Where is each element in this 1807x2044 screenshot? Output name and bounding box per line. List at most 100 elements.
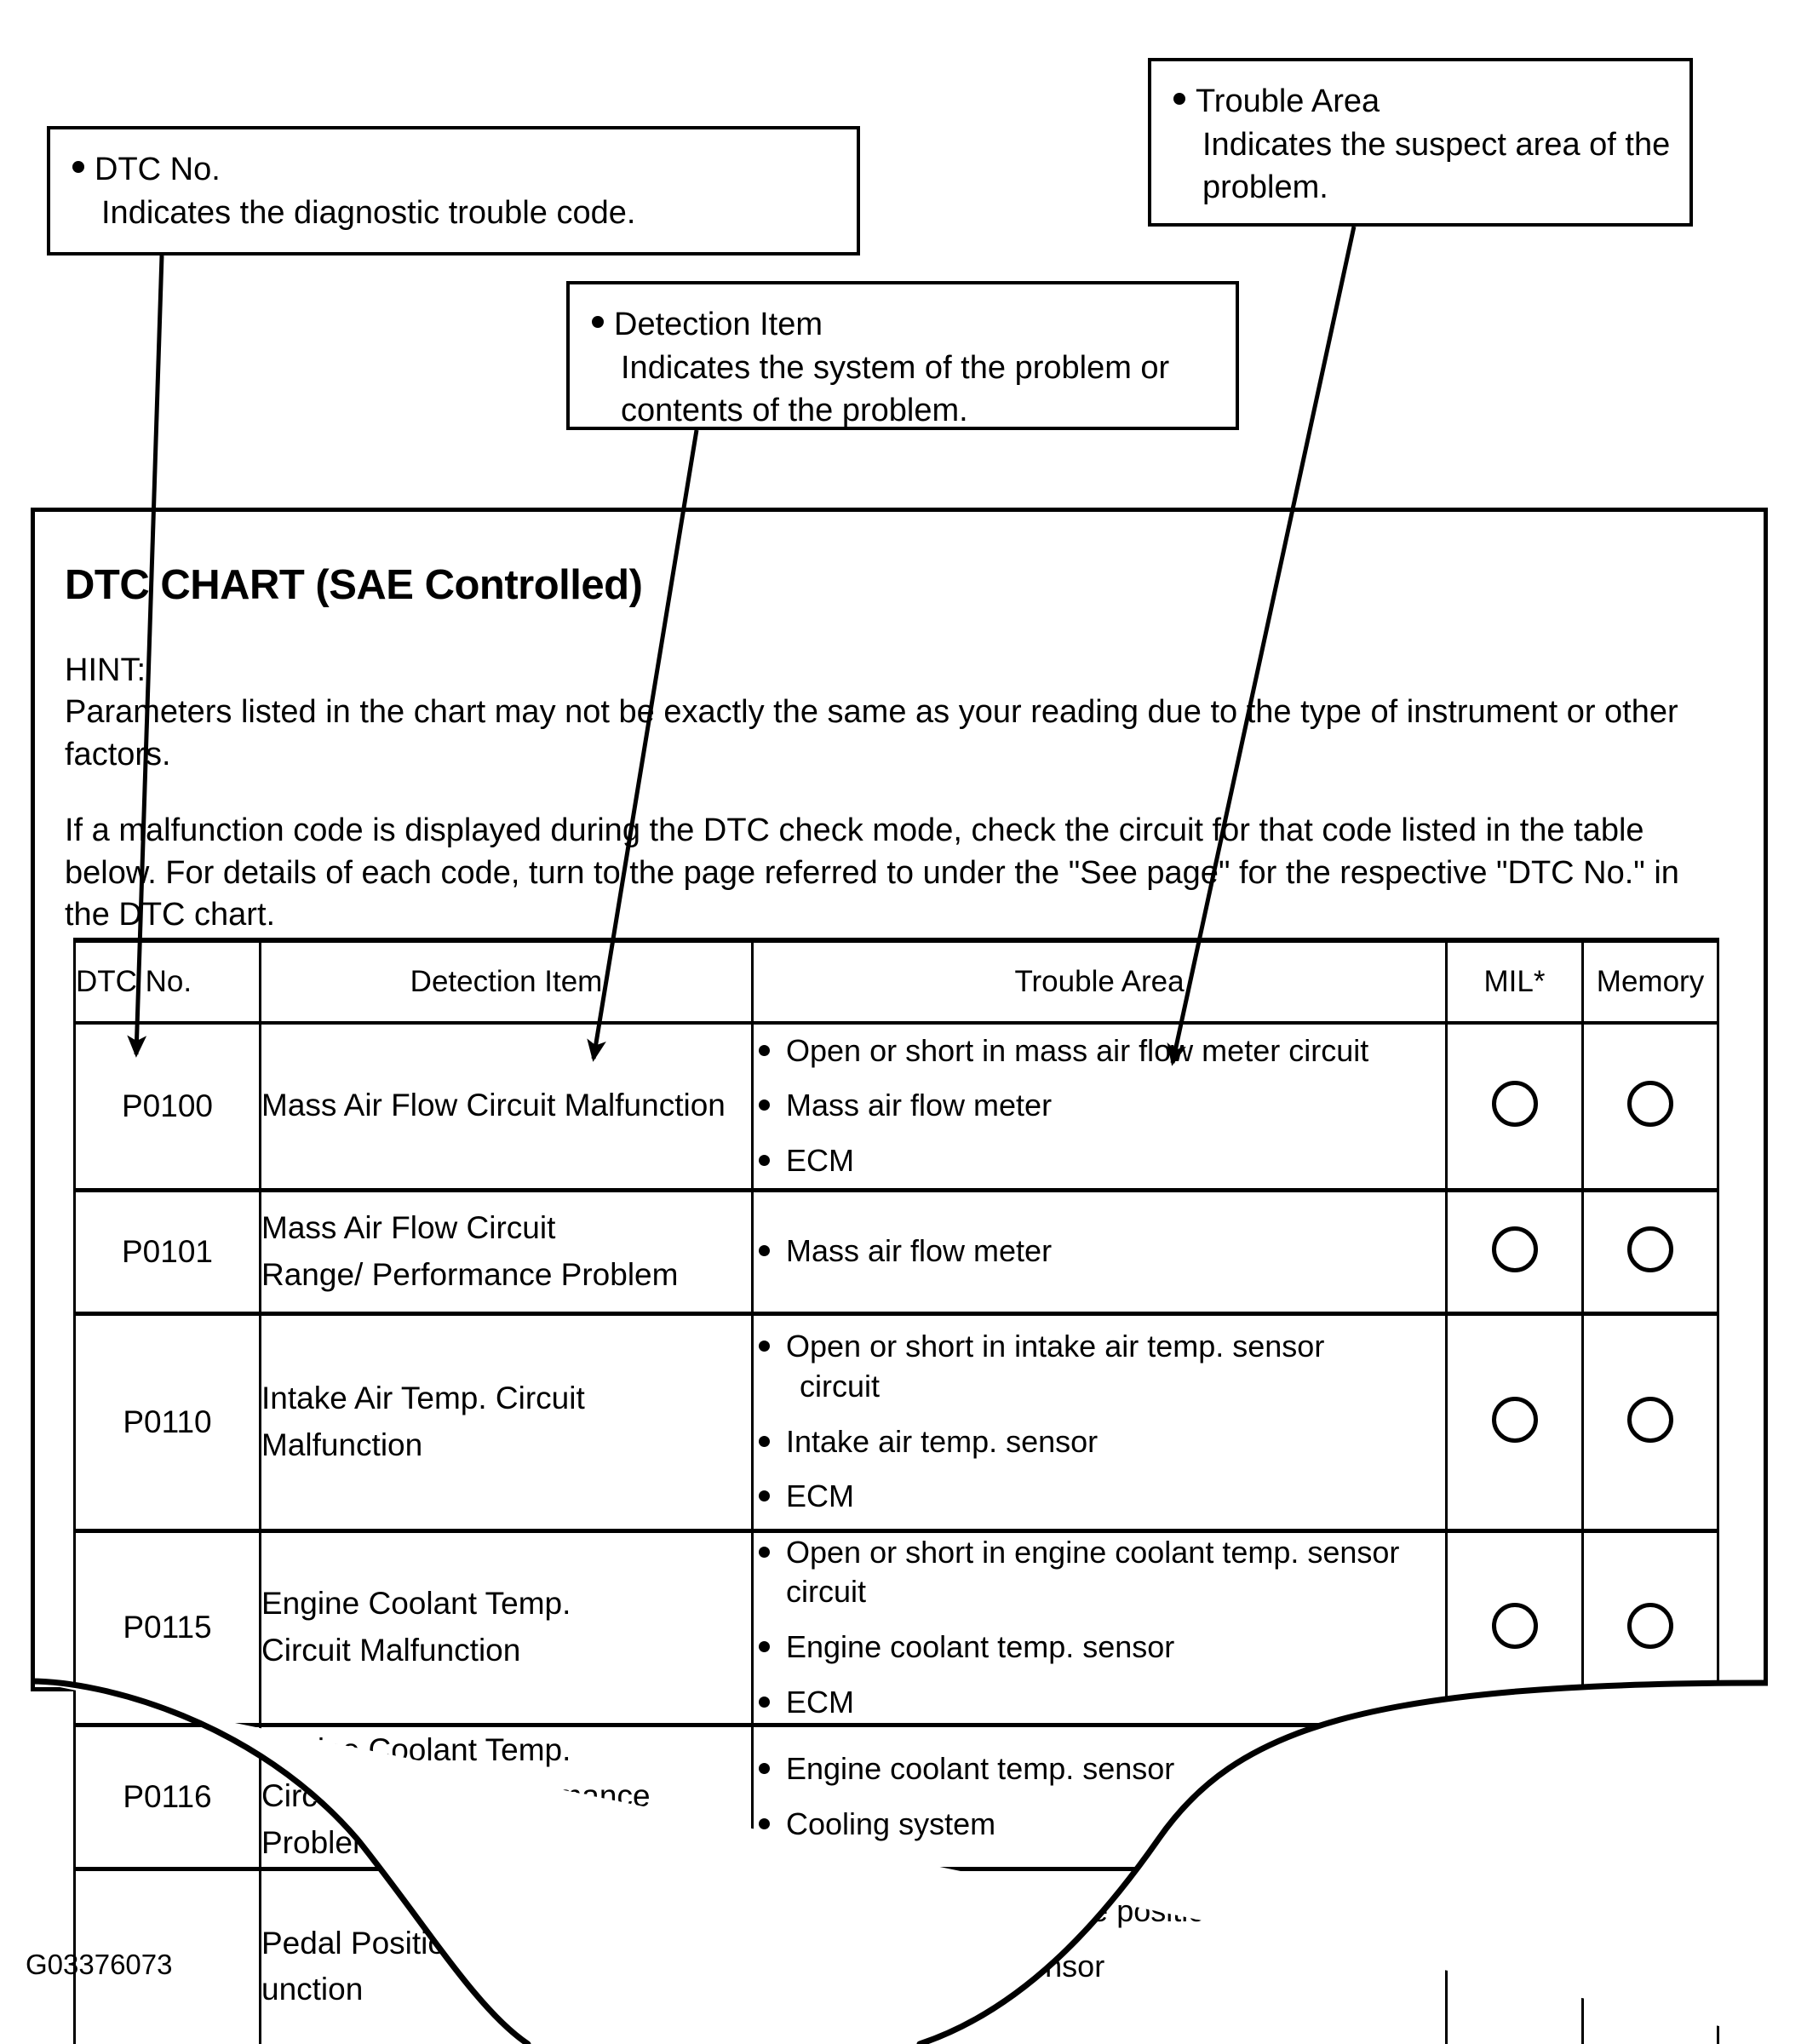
trouble-area-item: Open or short in engine coolant temp. se… (754, 1533, 1445, 1613)
cell-dtc-no: P0110 (73, 1312, 261, 1533)
cell-mil (1445, 1312, 1584, 1533)
body-block: If a malfunction code is displayed durin… (31, 810, 1768, 936)
detection-item-line: Circuit Range/ Performance Problem (261, 1778, 651, 1861)
column-header-trouble-area: Trouble Area (751, 938, 1448, 1025)
circle-icon (1627, 1226, 1673, 1272)
circle-icon (1491, 1602, 1538, 1649)
callout-detection-item-description-line2: contents of the problem. (621, 393, 968, 429)
circle-icon (1491, 1397, 1538, 1443)
trouble-area-item: Engine coolant temp. sensor (754, 1628, 1445, 1668)
cell-memory (1581, 1188, 1719, 1316)
dtc-table: DTC No. Detection Item Trouble Area MIL*… (73, 938, 1719, 2044)
callout-detection-item: Detection Item Indicates the system of t… (566, 281, 1239, 430)
cell-dtc-no: P0100 (73, 1021, 261, 1192)
callout-dtc-no-heading: DTC No. (72, 148, 835, 192)
cell-memory (1581, 1021, 1719, 1192)
cell-dtc-no: P0116 (73, 1723, 261, 1871)
trouble-area-item: Mass air flow meter (754, 1232, 1445, 1272)
cell-mil (1445, 1723, 1584, 1871)
cell-memory (1581, 1312, 1719, 1533)
cell-mil (1445, 1021, 1584, 1192)
trouble-area-item: ECM (754, 1683, 1445, 1723)
callout-dtc-no: DTC No. Indicates the diagnostic trouble… (47, 126, 860, 256)
detection-item-line: Pedal Position Sensor/Switch (261, 1925, 674, 1961)
callout-trouble-area: Trouble Area Indicates the suspect area … (1148, 58, 1693, 227)
cell-mil (1445, 1529, 1584, 1727)
column-header-detection-item: Detection Item (259, 938, 754, 1025)
cell-memory (1581, 1867, 1719, 2044)
table-row: Pedal Position Sensor/Switch unction Open … (73, 1867, 1719, 2044)
detection-item-line: Engine Coolant Temp. (261, 1586, 571, 1622)
callout-trouble-area-description-line2: problem. (1202, 169, 1328, 206)
trouble-area-item: Open or short in intake air temp. sensor… (754, 1327, 1445, 1407)
table-header-row: DTC No. Detection Item Trouble Area MIL*… (73, 938, 1719, 1025)
page-title: DTC CHART (SAE Controlled) (65, 562, 643, 608)
trouble-area-item-continuation: circuit (800, 1368, 881, 1404)
detection-item-line: Engine Coolant Temp. (261, 1731, 571, 1767)
bullet-icon (592, 315, 604, 328)
cell-detection-item: Mass Air Flow Circuit Malfunction (259, 1021, 754, 1192)
cell-memory (1581, 1723, 1719, 1871)
trouble-area-item: ECM (754, 2002, 1445, 2042)
cell-detection-item: Pedal Position Sensor/Switch unction (259, 1867, 754, 2044)
trouble-area-item: Cooling system (754, 1805, 1445, 1845)
cell-memory (1581, 1529, 1719, 1727)
callout-detection-item-description-line1: Indicates the system of the problem or (621, 349, 1170, 386)
trouble-area-list: Mass air flow meter (754, 1232, 1445, 1272)
trouble-area-list: Open or short in throttle position senso… (754, 1892, 1445, 2041)
circle-icon (1491, 1226, 1538, 1272)
cell-dtc-no: P0101 (73, 1188, 261, 1316)
trouble-area-item: Mass air flow meter (754, 1086, 1445, 1126)
column-header-memory: Memory (1581, 938, 1719, 1025)
cell-mil (1445, 1867, 1584, 2044)
cell-detection-item: Engine Coolant Temp. Circuit Range/ Perfo… (259, 1723, 754, 1871)
document-content: DTC CHART (SAE Controlled) HINT: Paramet… (31, 508, 1768, 936)
trouble-area-list: Open or short in engine coolant temp. se… (754, 1533, 1445, 1723)
hint-text: Parameters listed in the chart may not b… (65, 694, 1678, 772)
trouble-area-item: Engine coolant temp. sensor (754, 1749, 1445, 1789)
cell-trouble-area: Mass air flow meter (751, 1188, 1448, 1316)
bullet-icon (72, 160, 84, 173)
trouble-area-list: Open or short in mass air flow meter cir… (754, 1031, 1445, 1181)
trouble-area-item: Open or short in mass air flow meter cir… (754, 1031, 1445, 1071)
hint-label: HINT: (65, 652, 146, 688)
trouble-area-list: Open or short in intake air temp. sensor… (754, 1327, 1445, 1517)
circle-icon (1627, 1771, 1673, 1818)
cell-trouble-area: Open or short in throttle position senso… (751, 1867, 1448, 2044)
detection-item-line: Malfunction (261, 1427, 423, 1462)
callout-detection-item-heading: Detection Item (592, 303, 1213, 347)
detection-item-line: Circuit Malfunction (261, 1633, 521, 1668)
body-text: If a malfunction code is displayed durin… (65, 812, 1679, 933)
trouble-area-item: Throttle position sensor (754, 1947, 1445, 1987)
hint-block: HINT: Parameters listed in the chart may… (31, 650, 1768, 776)
column-header-mil: MIL* (1445, 938, 1584, 1025)
cell-detection-item: Engine Coolant Temp. Circuit Malfunction (259, 1529, 754, 1727)
bullet-icon (1173, 92, 1185, 105)
trouble-area-item: ECM (754, 1477, 1445, 1517)
cell-trouble-area: Open or short in engine coolant temp. se… (751, 1529, 1448, 1727)
column-header-dtc-no: DTC No. (73, 938, 261, 1025)
cell-dtc-no: P0115 (73, 1529, 261, 1727)
detection-item-line: Range/ Performance Problem (261, 1256, 679, 1292)
detection-item-line: Mass Air Flow Circuit (261, 1209, 556, 1245)
detection-item-line: Intake Air Temp. Circuit (261, 1380, 585, 1415)
circle-icon (1627, 1397, 1673, 1443)
dtc-table-container: DTC No. Detection Item Trouble Area MIL*… (73, 938, 1719, 2044)
cell-trouble-area: Open or short in mass air flow meter cir… (751, 1021, 1448, 1192)
callout-trouble-area-description-line1: Indicates the suspect area of the (1202, 126, 1671, 163)
cell-mil (1445, 1188, 1584, 1316)
circle-icon (1491, 1081, 1538, 1128)
detection-item-line: unction (261, 1972, 364, 2007)
cell-trouble-area: Open or short in intake air temp. sensor… (751, 1312, 1448, 1533)
